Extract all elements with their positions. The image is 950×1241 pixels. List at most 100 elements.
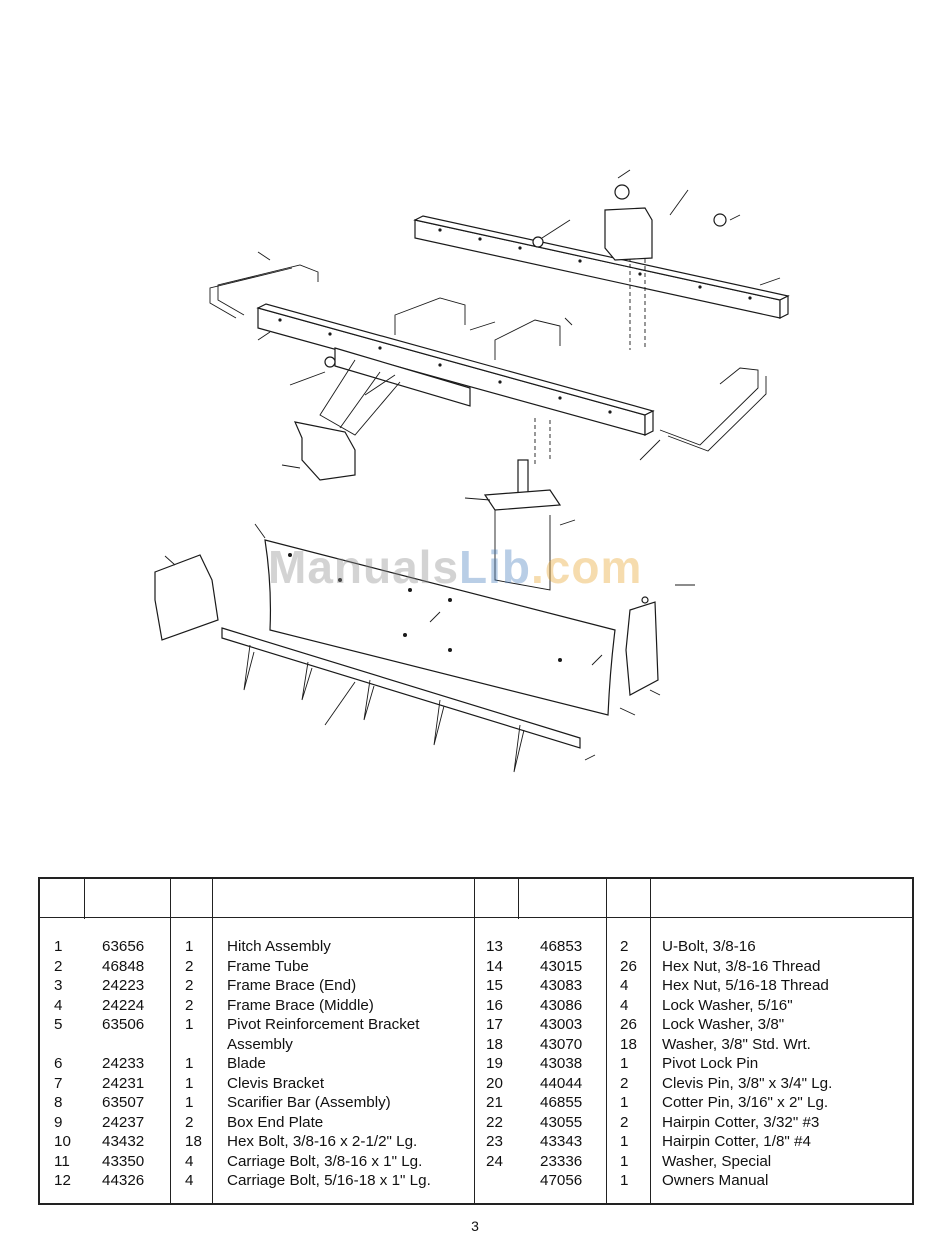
quantity: 1	[620, 1152, 629, 1170]
description: Owners Manual	[662, 1172, 769, 1189]
watermark: ManualsLib.com	[268, 540, 642, 594]
table-row: 2 46848 2 Frame Tube 14 43015 26 Hex Nut…	[40, 957, 912, 977]
quantity: 4	[185, 1172, 194, 1189]
ref-number: 12	[54, 1172, 71, 1189]
description: Hitch Assembly	[227, 938, 331, 955]
ref-number: 1	[54, 938, 63, 955]
description: Assembly	[227, 1035, 293, 1053]
quantity: 26	[620, 957, 637, 975]
table-row: 11 43350 4 Carriage Bolt, 3/8-16 x 1" Lg…	[40, 1152, 912, 1172]
description: Carriage Bolt, 3/8-16 x 1" Lg.	[227, 1152, 423, 1170]
part-number: 43350	[102, 1152, 145, 1170]
quantity: 4	[620, 996, 629, 1014]
table-row: 12 44326 4 Carriage Bolt, 5/16-18 x 1" L…	[40, 1171, 912, 1191]
blade	[264, 539, 616, 716]
frame-brace-middle	[394, 297, 561, 360]
table-row: 10 43432 18 Hex Bolt, 3/8-16 x 2-1/2" Lg…	[40, 1132, 912, 1152]
part-number: 43083	[540, 977, 583, 994]
ref-number: 18	[486, 1035, 503, 1053]
frame-brace-end-right	[659, 367, 767, 452]
ref-number: 20	[486, 1074, 503, 1092]
page-number: 3	[471, 1218, 479, 1234]
ref-number: 13	[486, 938, 503, 955]
description: Pivot Lock Pin	[662, 1055, 759, 1072]
part-number: 44044	[540, 1074, 583, 1092]
part-number: 63656	[102, 938, 145, 955]
quantity: 1	[620, 1055, 629, 1072]
ref-number: 21	[486, 1094, 503, 1111]
box-end-plate-left	[154, 554, 219, 641]
part-number: 24233	[102, 1055, 145, 1072]
description: Lock Washer, 3/8"	[662, 1016, 785, 1033]
table-row: Assembly 18 43070 18 Washer, 3/8" Std. W…	[40, 1035, 912, 1055]
description: Hex Nut, 3/8-16 Thread	[662, 957, 821, 975]
ref-number: 22	[486, 1113, 503, 1131]
part-number: 24231	[102, 1074, 145, 1092]
quantity: 2	[185, 996, 194, 1014]
header-divider	[40, 917, 912, 918]
part-number: 46853	[540, 938, 583, 955]
ref-number: 16	[486, 996, 503, 1014]
description: Carriage Bolt, 5/16-18 x 1" Lg.	[227, 1172, 431, 1189]
part-number: 63506	[102, 1016, 145, 1033]
part-number: 43432	[102, 1133, 145, 1150]
description: Frame Brace (Middle)	[227, 996, 374, 1014]
ref-number: 6	[54, 1055, 63, 1072]
column-divider	[84, 879, 85, 919]
description: Clevis Pin, 3/8" x 3/4" Lg.	[662, 1074, 833, 1092]
ref-number: 7	[54, 1074, 63, 1092]
table-row: 1 63656 1 Hitch Assembly 13 46853 2 U-Bo…	[40, 937, 912, 957]
part-number: 24237	[102, 1113, 145, 1131]
ref-number: 19	[486, 1055, 503, 1072]
box-end-plate-right	[625, 601, 659, 696]
quantity: 1	[185, 1094, 194, 1111]
quantity: 2	[620, 1074, 629, 1092]
part-number: 44326	[102, 1172, 145, 1189]
ref-number: 3	[54, 977, 63, 994]
table-row: 7 24231 1 Clevis Bracket 20 44044 2 Clev…	[40, 1074, 912, 1094]
quantity: 1	[620, 1094, 629, 1111]
description: Clevis Bracket	[227, 1074, 325, 1092]
quantity: 2	[185, 1113, 194, 1131]
part-number: 63507	[102, 1094, 145, 1111]
description: Scarifier Bar (Assembly)	[227, 1094, 391, 1111]
part-number: 43003	[540, 1016, 583, 1033]
part-number: 43015	[540, 957, 583, 975]
description: Pivot Reinforcement Bracket	[227, 1016, 420, 1033]
part-number: 24223	[102, 977, 145, 994]
column-divider	[170, 879, 171, 1203]
column-divider	[518, 879, 519, 919]
description: Washer, Special	[662, 1152, 772, 1170]
description: Frame Tube	[227, 957, 309, 975]
watermark-part1: Manuals	[268, 541, 460, 593]
quantity: 2	[620, 1113, 629, 1131]
upper-frame-tube	[413, 215, 790, 319]
quantity: 1	[185, 1016, 194, 1033]
pivot-post	[483, 250, 646, 591]
ref-number: 4	[54, 996, 63, 1014]
table-row: 9 24237 2 Box End Plate 22 43055 2 Hairp…	[40, 1113, 912, 1133]
ref-number: 15	[486, 977, 503, 994]
quantity: 2	[620, 938, 629, 955]
description: Box End Plate	[227, 1113, 324, 1131]
part-number: 43343	[540, 1133, 583, 1150]
description: Blade	[227, 1055, 266, 1072]
ref-number: 24	[486, 1152, 503, 1170]
description: Lock Washer, 5/16"	[662, 996, 793, 1014]
quantity: 2	[185, 957, 194, 975]
part-number: 43055	[540, 1113, 583, 1131]
column-divider	[650, 879, 651, 1203]
quantity: 18	[185, 1133, 202, 1150]
description: Hex Nut, 5/16-18 Thread	[662, 977, 829, 994]
part-number: 43086	[540, 996, 583, 1014]
part-number: 24224	[102, 996, 145, 1014]
quantity: 1	[185, 1055, 194, 1072]
ref-number: 2	[54, 957, 63, 975]
watermark-part3: .com	[531, 541, 643, 593]
quantity: 26	[620, 1016, 637, 1033]
table-row: 8 63507 1 Scarifier Bar (Assembly) 21 46…	[40, 1093, 912, 1113]
callout-leader-lines	[164, 214, 781, 761]
description: Hairpin Cotter, 3/32" #3	[662, 1113, 820, 1131]
ref-number: 17	[486, 1016, 503, 1033]
parts-list-table: 1 63656 1 Hitch Assembly 13 46853 2 U-Bo…	[38, 877, 914, 1205]
